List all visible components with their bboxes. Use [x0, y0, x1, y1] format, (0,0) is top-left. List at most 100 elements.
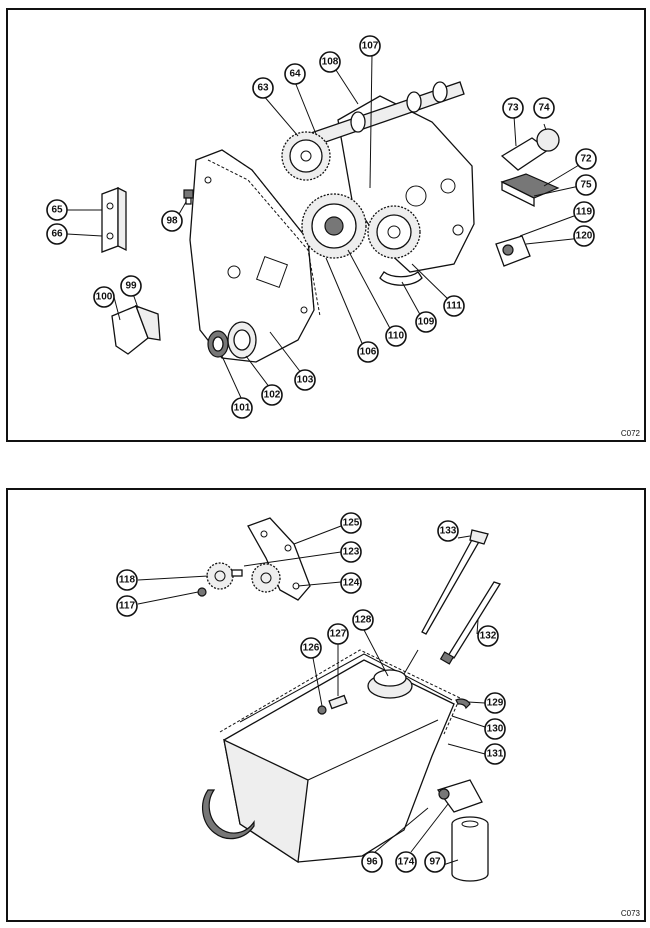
- svg-text:99: 99: [125, 281, 137, 292]
- svg-text:120: 120: [576, 231, 593, 242]
- callout-74: 74: [533, 97, 555, 119]
- dipstick-part: [421, 529, 489, 635]
- svg-text:133: 133: [440, 526, 457, 537]
- svg-text:73: 73: [507, 103, 519, 114]
- seal-part: [455, 698, 471, 710]
- callout-124: 124: [340, 572, 362, 594]
- callout-174: 174: [395, 851, 417, 873]
- oil-sump-part: [223, 653, 455, 864]
- callout-125: 125: [340, 512, 362, 534]
- callout-118: 118: [116, 569, 138, 591]
- callout-75: 75: [575, 174, 597, 196]
- svg-text:118: 118: [119, 575, 136, 586]
- svg-text:132: 132: [480, 631, 497, 642]
- svg-text:101: 101: [234, 403, 251, 414]
- dipstick-tube-part: [439, 581, 501, 665]
- diagram-panel-engine-front: 63 64 108 107 73 74 72 75 119 120 65 66 …: [6, 8, 646, 442]
- timing-cover-part: [189, 149, 315, 363]
- callout-130: 130: [484, 718, 506, 740]
- callout-63: 63: [252, 77, 274, 99]
- oil-sump-exploded-drawing: 125 123 124 118 117 133 132 128 127 126 …: [116, 512, 506, 882]
- svg-text:110: 110: [388, 331, 405, 342]
- svg-text:129: 129: [487, 698, 504, 709]
- side-plate-part: [101, 186, 127, 253]
- svg-text:97: 97: [429, 857, 441, 868]
- svg-text:100: 100: [96, 292, 113, 303]
- svg-text:111: 111: [446, 301, 462, 312]
- callout-97: 97: [424, 851, 446, 873]
- pump-cover-part: [111, 304, 161, 355]
- figure-code: C072: [620, 429, 640, 438]
- callout-131: 131: [484, 743, 506, 765]
- callout-99: 99: [120, 275, 142, 297]
- svg-text:103: 103: [297, 375, 314, 386]
- svg-text:96: 96: [366, 857, 378, 868]
- svg-text:131: 131: [487, 749, 504, 760]
- svg-text:174: 174: [398, 857, 415, 868]
- leader-lines: [66, 53, 585, 401]
- callout-109: 109: [415, 311, 437, 333]
- svg-text:98: 98: [166, 216, 178, 227]
- oil-filter-part: [451, 816, 489, 882]
- engine-front-exploded-drawing: 63 64 108 107 73 74 72 75 119 120 65 66 …: [46, 35, 597, 419]
- svg-text:66: 66: [51, 229, 63, 240]
- svg-text:106: 106: [360, 347, 377, 358]
- svg-text:107: 107: [362, 41, 379, 52]
- svg-text:127: 127: [330, 629, 347, 640]
- washer-part: [197, 587, 207, 597]
- rear-seal-part: [201, 789, 255, 840]
- svg-text:102: 102: [264, 390, 281, 401]
- svg-text:74: 74: [538, 103, 550, 114]
- svg-text:117: 117: [119, 601, 136, 612]
- gasket-outline: [207, 159, 321, 317]
- callout-129: 129: [484, 692, 506, 714]
- idler-gear-part: [301, 193, 367, 259]
- svg-text:124: 124: [343, 578, 360, 589]
- svg-text:128: 128: [355, 615, 372, 626]
- callout-117: 117: [116, 595, 138, 617]
- callout-127: 127: [327, 623, 349, 645]
- relief-valve-part: [317, 694, 348, 715]
- svg-text:64: 64: [289, 69, 301, 80]
- oil-seal-part: [207, 321, 257, 359]
- callout-119: 119: [573, 201, 595, 223]
- svg-text:72: 72: [580, 154, 592, 165]
- callout-72: 72: [575, 148, 597, 170]
- callout-64: 64: [284, 63, 306, 85]
- svg-text:63: 63: [257, 83, 269, 94]
- callout-96: 96: [361, 851, 383, 873]
- breather-part: [500, 128, 560, 171]
- figure-code: C073: [620, 909, 640, 918]
- pump-gear-part: [206, 562, 281, 593]
- crankshaft-gear-part: [367, 205, 421, 259]
- pump-bracket-part: [247, 517, 311, 601]
- filter-block-part: [500, 173, 560, 208]
- callout-73: 73: [502, 97, 524, 119]
- callout-107: 107: [359, 35, 381, 57]
- callout-123: 123: [340, 541, 362, 563]
- callout-102: 102: [261, 384, 283, 406]
- camshaft-gear-part: [281, 131, 331, 181]
- callout-110: 110: [385, 325, 407, 347]
- callout-126: 126: [300, 637, 322, 659]
- svg-text:75: 75: [580, 180, 592, 191]
- callout-101: 101: [231, 397, 253, 419]
- callout-108: 108: [319, 51, 341, 73]
- thrust-washer-part: [379, 271, 423, 286]
- svg-text:126: 126: [303, 643, 320, 654]
- callout-106: 106: [357, 341, 379, 363]
- callout-98: 98: [161, 210, 183, 232]
- callout-111: 111: [443, 295, 465, 317]
- callout-100: 100: [93, 286, 115, 308]
- strainer-part: [367, 649, 419, 699]
- cover-plate-part: [495, 235, 531, 267]
- svg-text:108: 108: [322, 57, 339, 68]
- callout-103: 103: [294, 369, 316, 391]
- svg-text:125: 125: [343, 518, 360, 529]
- svg-text:123: 123: [343, 547, 360, 558]
- diagram-panel-oil-sump: 125 123 124 118 117 133 132 128 127 126 …: [6, 488, 646, 922]
- svg-text:130: 130: [487, 724, 504, 735]
- svg-text:65: 65: [51, 205, 63, 216]
- plug-part: [183, 189, 194, 205]
- svg-text:109: 109: [418, 317, 435, 328]
